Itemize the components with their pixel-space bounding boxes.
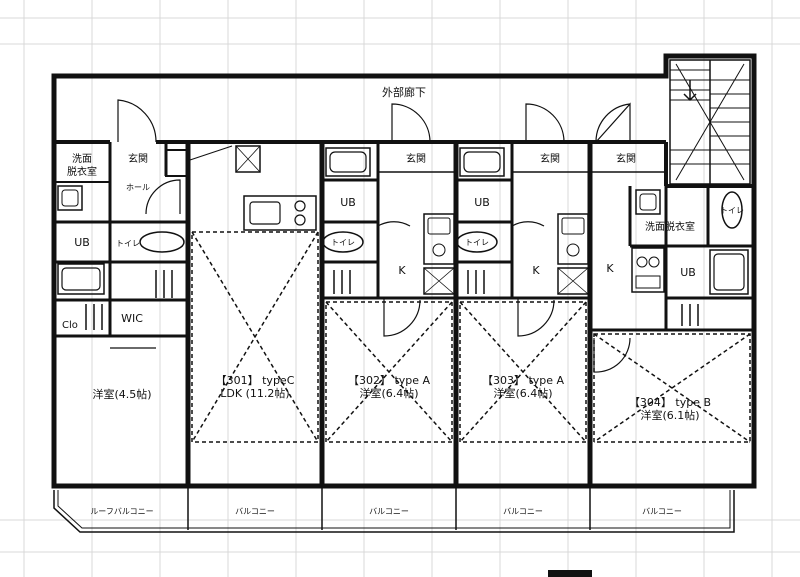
balcony-label-301: バルコニー (235, 507, 275, 516)
unit-302-room: 洋室(6.4帖) (359, 386, 418, 400)
interior-walls (54, 142, 754, 338)
toilet-label-301: トイレ (116, 239, 140, 248)
unit-303-name: 【303】 type A (482, 374, 565, 387)
entrance-label-304: 玄関 (616, 152, 636, 165)
balcony (53, 486, 735, 577)
roof-balcony-label: ルーフバルコニー (90, 507, 153, 516)
staircase (669, 59, 751, 185)
unit-bath-label-303: UB (474, 196, 490, 209)
corridor-label: 外部廊下 (382, 85, 426, 99)
exterior-walls (51, 53, 757, 489)
washroom-label-301-line1: 洗面 (72, 153, 92, 165)
unit-bath-label-301: UB (74, 236, 90, 249)
unit-partition-walls (185, 142, 593, 486)
unit-304-room: 洋室(6.1帖) (640, 408, 699, 422)
washroom-label-304: 洗面脱衣室 (645, 220, 695, 233)
unit-302-name: 【302】 type A (348, 374, 431, 387)
unit-301-room: LDK (11.2帖) (220, 387, 289, 400)
balcony-label-302: バルコニー (369, 507, 409, 516)
kitchen-label-303: K (532, 264, 540, 277)
balcony-label-303: バルコニー (503, 507, 543, 516)
unit-304-name: 【304】 type B (629, 396, 711, 409)
toilet-label-303: トイレ (465, 238, 489, 247)
closet-label-301: Clo (62, 320, 78, 331)
unit-301-name: 【301】 typeC (216, 374, 295, 387)
fixtures (57, 147, 749, 295)
toilet-label-302: トイレ (331, 238, 355, 247)
entrance-label-303: 玄関 (540, 152, 560, 165)
unit-303-room: 洋室(6.4帖) (493, 386, 552, 400)
doors (110, 99, 631, 373)
unit-bath-label-302: UB (340, 196, 356, 209)
washroom-label-301-line2: 脱衣室 (67, 165, 97, 178)
western-room-label-45: 洋室(4.5帖) (92, 387, 151, 401)
room-diagonals (191, 231, 751, 443)
balcony-label-304: バルコニー (642, 507, 682, 516)
closet-rails (85, 270, 699, 330)
hall-label-301: ホール (126, 183, 150, 192)
entrance-label-302: 玄関 (406, 152, 426, 165)
wic-label-301: WIC (121, 312, 143, 325)
kitchen-label-302: K (398, 264, 406, 277)
unit-bath-label-304: UB (680, 266, 696, 279)
kitchen-label-304: K (606, 262, 614, 275)
toilet-label-304: トイレ (720, 206, 744, 215)
entrance-label-301: 玄関 (128, 152, 148, 165)
